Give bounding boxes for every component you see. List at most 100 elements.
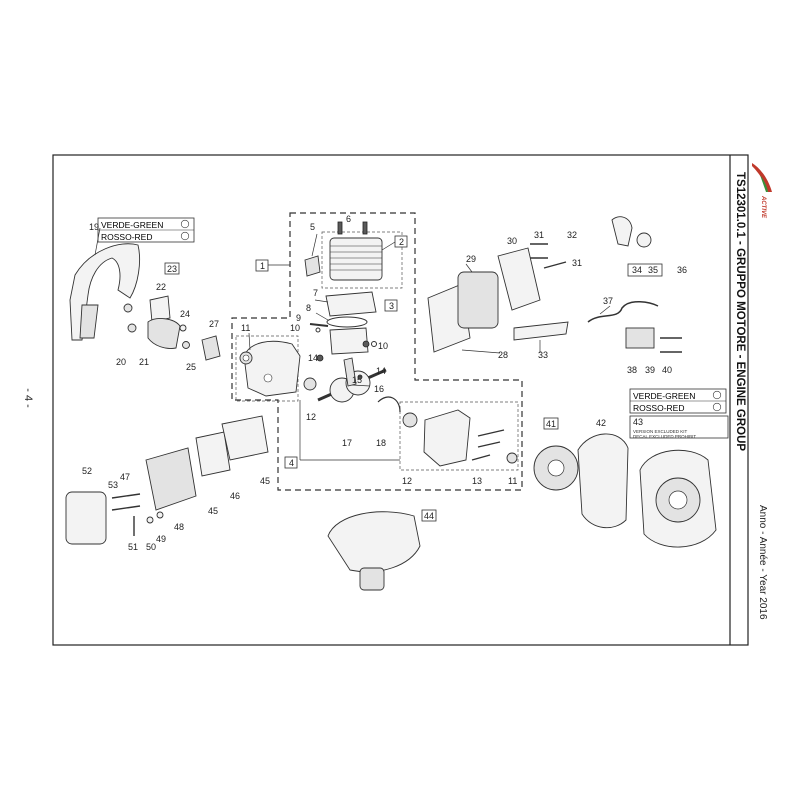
- label-45a: 45: [260, 476, 270, 486]
- part-17-crankshaft: [316, 340, 401, 413]
- circlip-10b: [371, 341, 377, 347]
- label-47: 47: [120, 472, 130, 482]
- label-19: 19: [89, 222, 99, 232]
- label-6: 6: [346, 214, 351, 224]
- radio-icon: [712, 402, 722, 412]
- legend-green-label: VERDE-GREEN: [101, 220, 163, 230]
- spark-plug: [304, 255, 321, 277]
- part-22-23-bracket: [123, 262, 221, 361]
- page-frame: [52, 154, 749, 646]
- brand-swoosh-green-icon: [760, 175, 768, 192]
- brand-logo: ACTIVE: [752, 163, 772, 219]
- leader-line: [94, 227, 101, 256]
- label-5: 5: [310, 222, 315, 232]
- label-46: 46: [230, 491, 240, 501]
- piston: [329, 327, 369, 355]
- cylinder-body: [329, 237, 383, 281]
- nut-icon: [127, 323, 137, 333]
- label-12b: 12: [402, 476, 412, 486]
- label-20: 20: [116, 357, 126, 367]
- bolts-47-53: [111, 493, 141, 511]
- heat-shield-30: [497, 247, 541, 311]
- leader-lines: [248, 233, 611, 461]
- label-41: 41: [546, 419, 556, 429]
- label-42: 42: [596, 418, 606, 428]
- bracket-shape: [149, 295, 171, 323]
- crankcase-right-shape: [423, 409, 471, 467]
- label-box-41: [543, 417, 559, 430]
- legend-red-label: ROSSO-RED: [101, 232, 152, 242]
- legend-red-label: ROSSO-RED: [633, 403, 684, 413]
- label-11b: 11: [508, 476, 517, 486]
- gasket-7: [325, 291, 377, 317]
- label-15: 15: [352, 375, 362, 385]
- label-8: 8: [306, 303, 311, 313]
- part-crankcase-right: [402, 409, 518, 467]
- flywheel-hub: [547, 459, 565, 477]
- label-17: 17: [342, 438, 352, 448]
- label-25: 25: [186, 362, 196, 372]
- nut-icon: [123, 303, 133, 313]
- label-40: 40: [662, 365, 672, 375]
- label-10b: 10: [378, 341, 388, 351]
- label-4: 4: [289, 458, 294, 468]
- cylinder-bolt: [362, 221, 368, 235]
- bolts-31-32: [530, 243, 567, 269]
- handle-grip: [79, 304, 99, 339]
- label-9: 9: [296, 313, 301, 323]
- label-29: 29: [466, 254, 476, 264]
- seal-11b: [506, 452, 518, 464]
- bearing-14: [316, 354, 324, 362]
- part-11-crankcase-left: [239, 340, 317, 397]
- cap-shape: [611, 216, 633, 247]
- washer-icon: [179, 324, 187, 332]
- part-number-labels: 1 2 3 4 5 6 7 8 9 10 10 11 11 12 12 13 1…: [82, 214, 687, 552]
- label-box-43: [629, 415, 729, 439]
- label-box-44: [421, 509, 437, 522]
- label-1: 1: [260, 261, 265, 271]
- starter-pulley-inner: [668, 490, 688, 510]
- label-box-2: [394, 235, 408, 248]
- label-50: 50: [146, 542, 156, 552]
- part-cylinder: [255, 221, 408, 469]
- air-filter-cover-52: [65, 491, 107, 545]
- label-14b: 14: [376, 366, 386, 376]
- label-7: 7: [313, 288, 318, 298]
- label-box-1: [255, 259, 269, 272]
- label-3: 3: [389, 301, 394, 311]
- radio-icon: [180, 219, 190, 229]
- part-flywheel-starter: [533, 415, 729, 548]
- carburetor-48: [145, 447, 197, 511]
- year-label: Anno - Année - Year 2016: [757, 505, 768, 620]
- label-44: 44: [424, 511, 434, 521]
- part-44-fuel-tank: [327, 509, 437, 591]
- label-16: 16: [374, 384, 384, 394]
- screws-13: [471, 429, 505, 461]
- circlip-10: [315, 327, 321, 333]
- label-2: 2: [399, 237, 404, 247]
- label-box-3: [384, 299, 398, 312]
- label-37: 37: [603, 296, 613, 306]
- filter-plate-45: [195, 431, 231, 477]
- washer-icon: [182, 341, 190, 349]
- filter-plate-46: [221, 415, 269, 461]
- part-gasket-piston: [309, 291, 377, 355]
- radio-icon: [712, 390, 722, 400]
- cylinder-subbox: [321, 231, 403, 289]
- label-22: 22: [156, 282, 166, 292]
- label-28: 28: [498, 350, 508, 360]
- crankcase-shape: [243, 340, 301, 397]
- bearing-seal-inner: [242, 354, 250, 362]
- label-11a: 11: [241, 323, 250, 333]
- cap-terminal: [636, 232, 652, 248]
- label-43: 43: [633, 417, 643, 427]
- key-16: [351, 384, 371, 387]
- label-34: 34: [632, 265, 642, 275]
- label-box-23: [164, 262, 180, 275]
- label-38: 38: [627, 365, 637, 375]
- leader-line: [381, 241, 396, 251]
- label-32: 32: [567, 230, 577, 240]
- part-air-filter: [65, 415, 269, 545]
- brand-name: ACTIVE: [760, 195, 766, 219]
- bolts-40: [660, 337, 682, 353]
